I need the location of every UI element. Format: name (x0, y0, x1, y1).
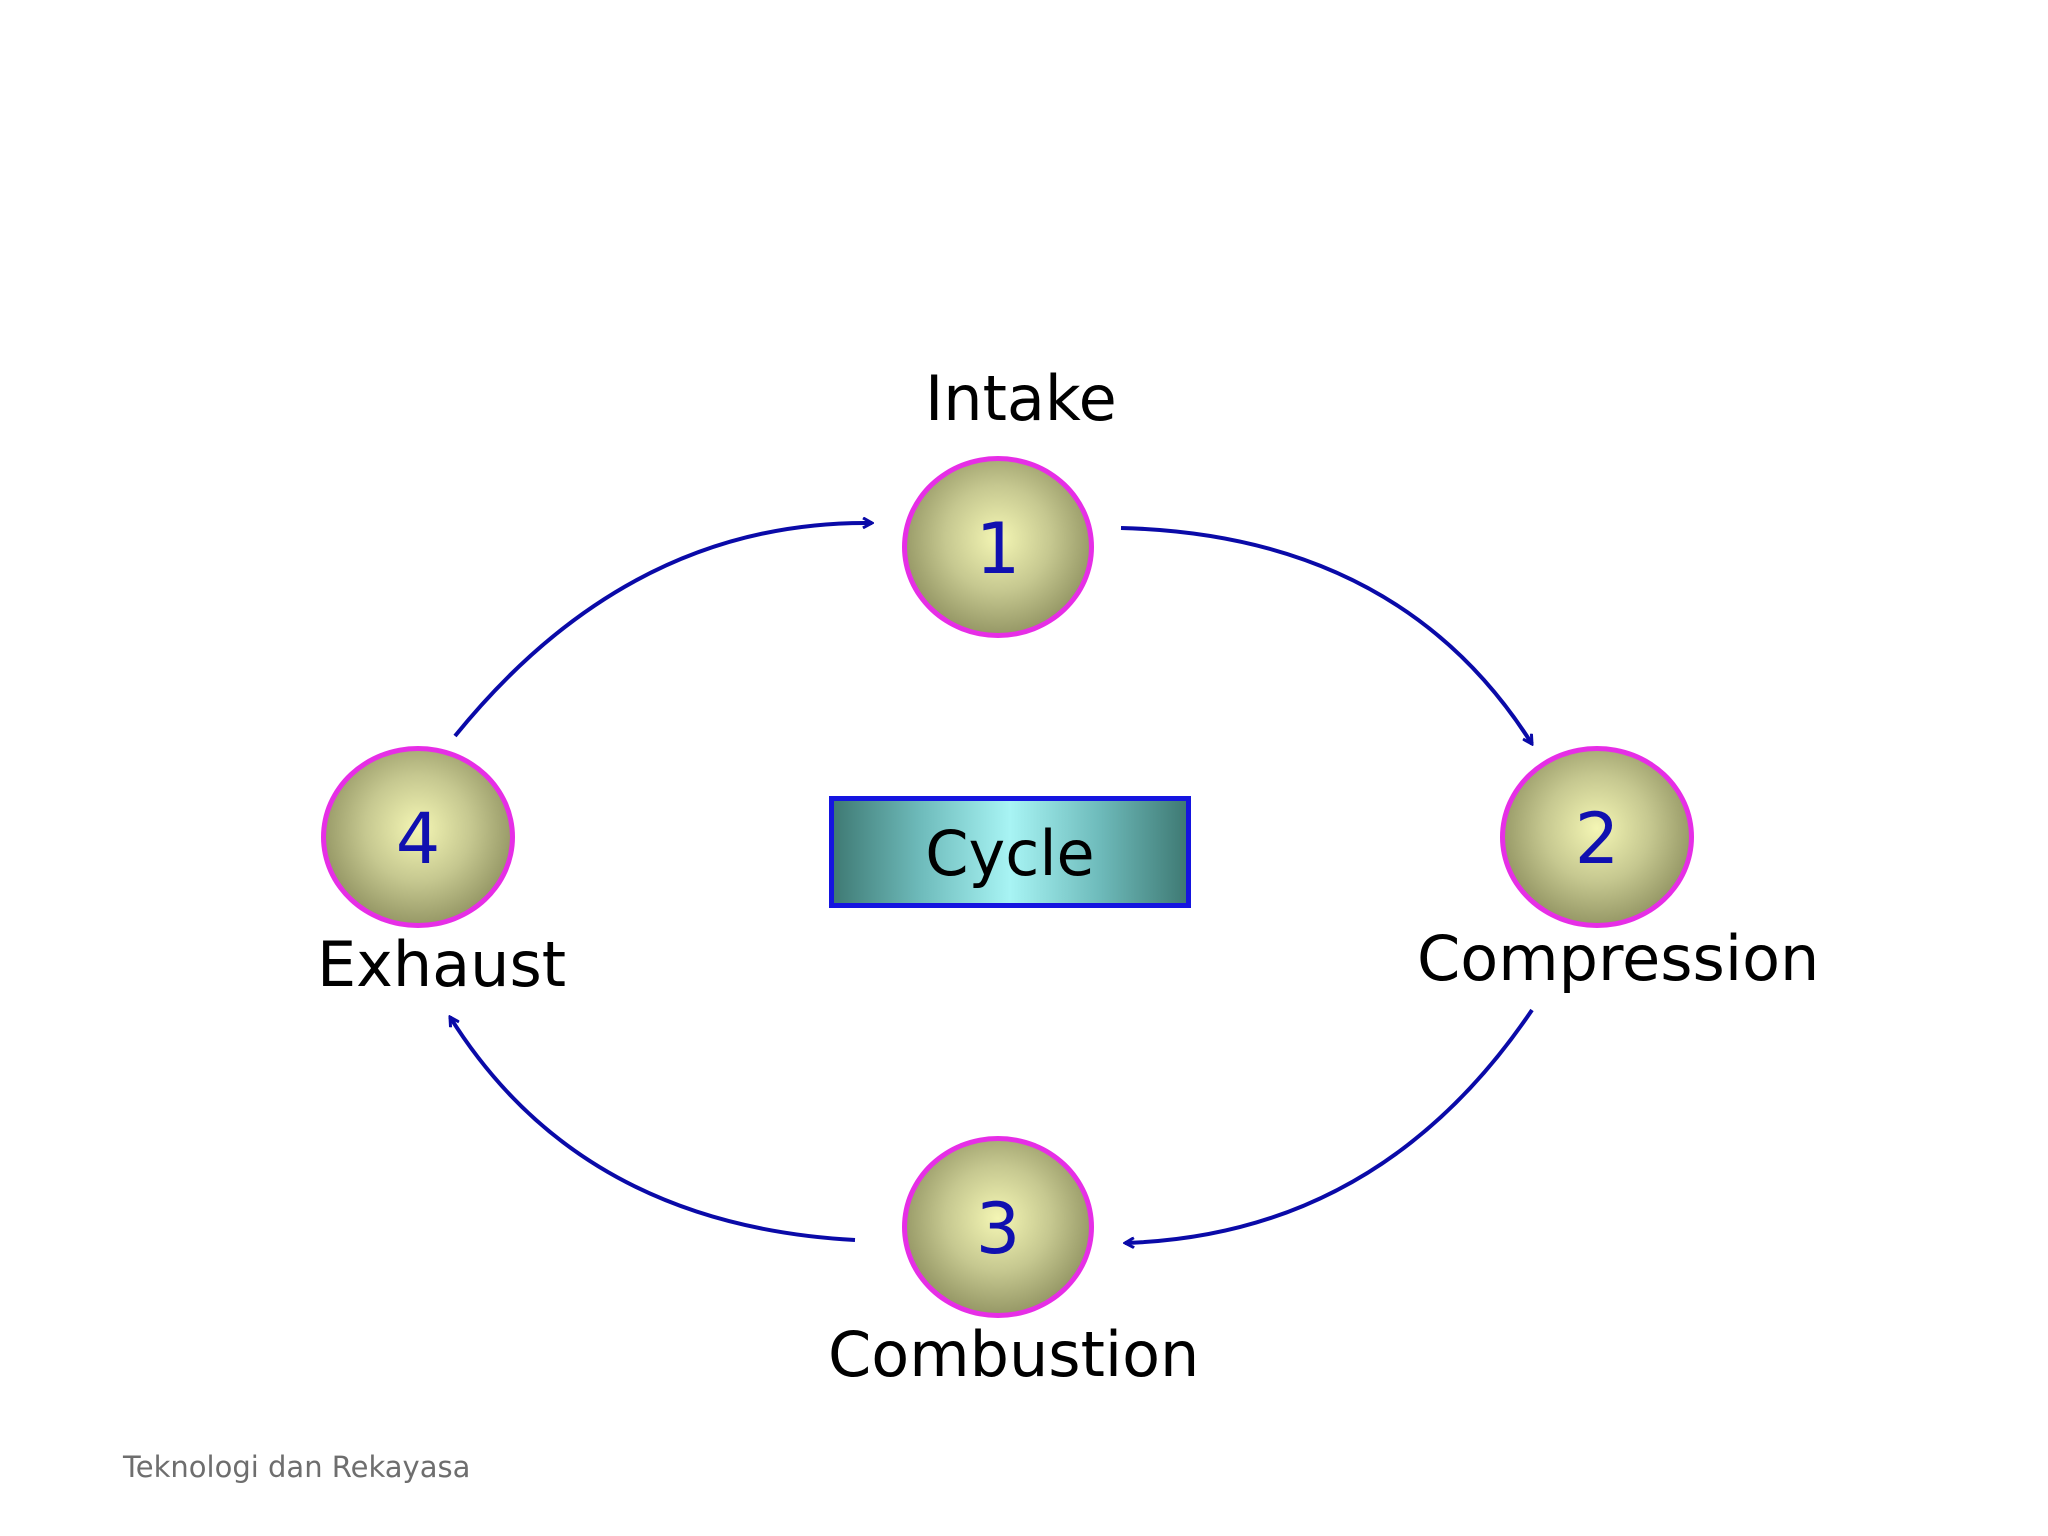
center-cycle-label: Cycle (925, 817, 1095, 890)
arrow-combustion-to-exhaust (448, 1017, 856, 1242)
stage-node-4: 4 (321, 746, 515, 928)
stage-label-combustion: Combustion (828, 1318, 1200, 1391)
stage-number-3: 3 (975, 1188, 1021, 1270)
stage-node-3: 3 (902, 1136, 1094, 1318)
stage-number-2: 2 (1574, 798, 1620, 880)
stage-label-intake: Intake (925, 362, 1117, 435)
footer-text: Teknologi dan Rekayasa (123, 1450, 471, 1484)
stage-node-2: 2 (1500, 746, 1694, 928)
stage-node-1: 1 (902, 456, 1094, 638)
arrow-intake-to-compression (1120, 526, 1534, 744)
center-cycle-box: Cycle (829, 796, 1191, 908)
stage-label-compression: Compression (1417, 922, 1820, 995)
stage-number-1: 1 (975, 508, 1021, 590)
arrow-exhaust-to-intake (453, 523, 872, 738)
arrow-compression-to-combustion (1125, 1008, 1534, 1243)
stage-label-exhaust: Exhaust (317, 928, 567, 1001)
stage-number-4: 4 (395, 798, 441, 880)
